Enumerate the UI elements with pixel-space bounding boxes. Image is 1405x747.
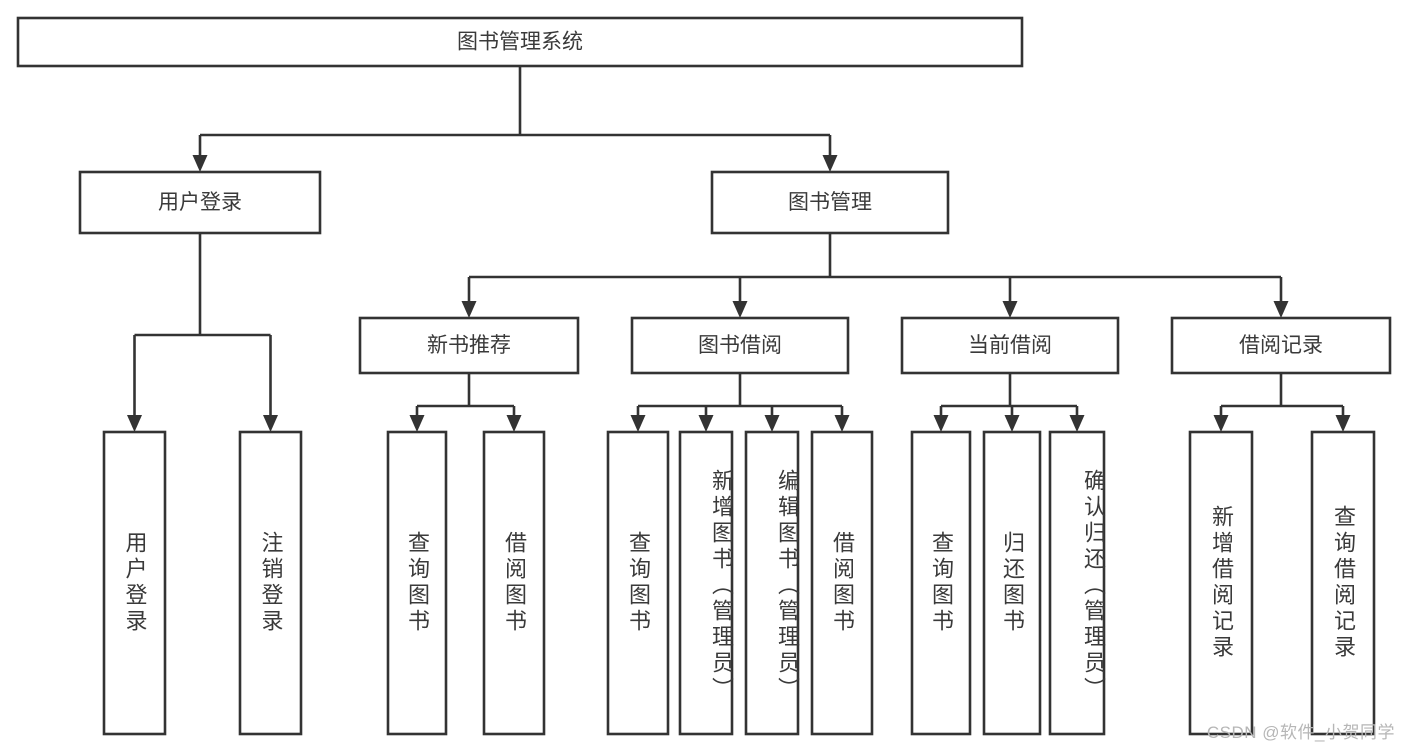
node-box-l2-current[interactable] — [900, 316, 1120, 375]
arrow-head — [461, 301, 477, 318]
node-box-l1-book-manage[interactable] — [710, 170, 950, 235]
node-box-l3-bw-borrow[interactable] — [810, 430, 874, 736]
arrow-head — [409, 415, 425, 432]
arrow-head — [127, 415, 142, 432]
node-label-l2-records: 借阅记录 — [1239, 334, 1323, 357]
node-label-l1-book-manage: 图书管理 — [788, 191, 872, 214]
node-box-l3-user-logout[interactable] — [238, 430, 303, 736]
node-box-l3-rc-query[interactable] — [1310, 430, 1376, 736]
node-label-l2-borrow: 图书借阅 — [698, 334, 782, 357]
arrow-head — [732, 301, 748, 318]
node-box-l3-cb-confirm[interactable] — [1048, 430, 1106, 736]
arrow-head — [263, 415, 278, 432]
node-box-l2-borrow[interactable] — [630, 316, 850, 375]
arrow-head — [764, 415, 780, 432]
arrow-head — [1004, 415, 1020, 432]
connector-layer — [127, 66, 1351, 432]
arrow-head — [834, 415, 850, 432]
node-label-l2-new-book: 新书推荐 — [427, 334, 511, 357]
node-box-l3-nb-query[interactable] — [386, 430, 448, 736]
arrow-head — [1273, 301, 1289, 318]
node-box-l3-nb-borrow[interactable] — [482, 430, 546, 736]
arrow-head — [933, 415, 949, 432]
node-box-l3-bw-add[interactable] — [678, 430, 734, 736]
node-box-l3-cb-query[interactable] — [910, 430, 972, 736]
arrow-head — [1335, 415, 1351, 432]
node-box-l2-records[interactable] — [1170, 316, 1392, 375]
node-box-l3-user-login-do[interactable] — [102, 430, 167, 736]
node-label-root: 图书管理系统 — [457, 31, 583, 54]
arrow-head — [698, 415, 714, 432]
arrow-head — [822, 155, 838, 172]
box-layer — [16, 16, 1392, 736]
node-box-l3-bw-query[interactable] — [606, 430, 670, 736]
node-box-root[interactable] — [16, 16, 1024, 68]
node-box-l3-cb-return[interactable] — [982, 430, 1042, 736]
arrow-head — [1213, 415, 1229, 432]
arrow-head — [1069, 415, 1085, 432]
node-box-l3-bw-edit[interactable] — [744, 430, 800, 736]
node-box-l1-user-login[interactable] — [78, 170, 322, 235]
arrow-head — [630, 415, 646, 432]
csdn-watermark: CSDN @软件_小贺同学 — [1206, 723, 1395, 742]
node-box-l2-new-book[interactable] — [358, 316, 580, 375]
node-label-l2-current: 当前借阅 — [968, 334, 1052, 357]
node-label-l1-user-login: 用户登录 — [158, 191, 242, 214]
arrow-head — [192, 155, 208, 172]
arrow-head — [1002, 301, 1018, 318]
arrow-head — [506, 415, 522, 432]
node-box-l3-rc-add[interactable] — [1188, 430, 1254, 736]
